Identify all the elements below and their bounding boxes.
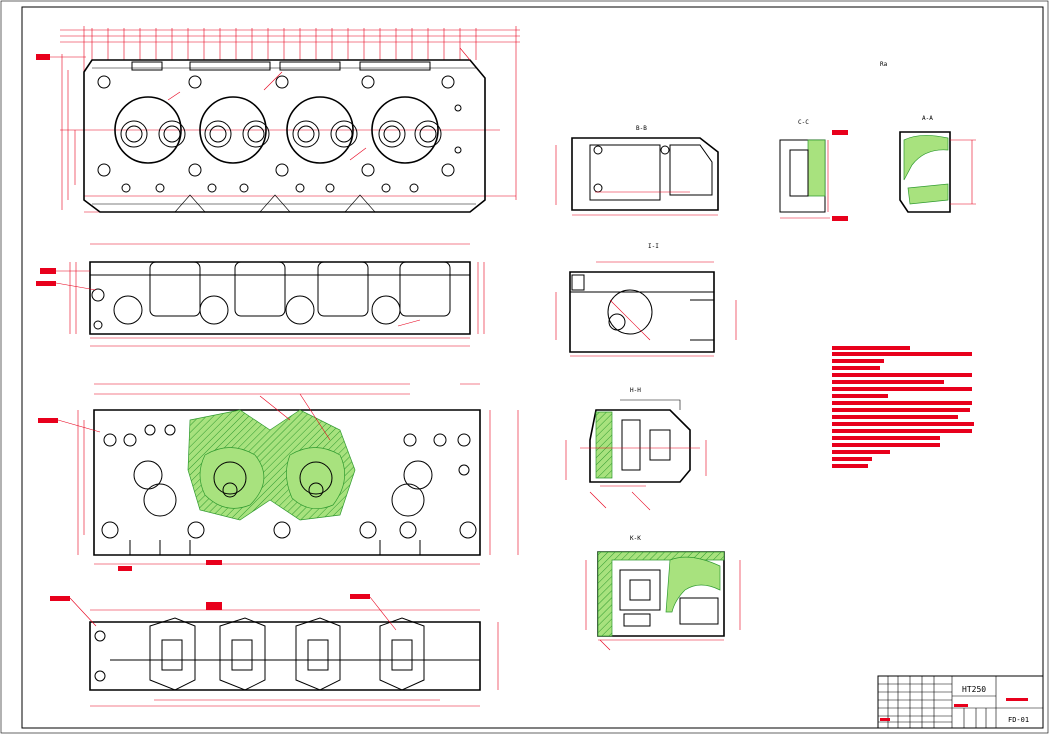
label-view-h: H-H — [630, 387, 641, 394]
label-view-a: A-A — [922, 115, 933, 122]
label-view-k: K-K — [630, 535, 641, 542]
label-view-c: C-C — [798, 119, 809, 126]
view-section-cc: C-C — [779, 119, 848, 221]
view-section-aa: A-A — [899, 115, 976, 213]
view-section-plan — [38, 383, 519, 571]
material-label: HT250 — [962, 685, 986, 694]
view-manifold-face — [50, 594, 499, 707]
inner-frame — [21, 6, 1044, 729]
view-section-kk: K-K — [585, 535, 741, 651]
label-view-e: I-I — [648, 243, 659, 250]
view-section-ii: I-I — [555, 243, 737, 357]
view-section-bb: B-B — [555, 125, 719, 216]
roughness-note: Ra — [880, 61, 888, 68]
view-section-hh: H-H — [565, 387, 707, 511]
title-block: HT250 FD-01 — [877, 675, 1044, 729]
view-front-elevation — [36, 243, 485, 347]
view-top-plan — [36, 26, 520, 213]
technical-requirements-block — [832, 346, 974, 468]
drawing-number: FD-01 — [1008, 716, 1029, 724]
label-view-b: B-B — [636, 125, 647, 132]
